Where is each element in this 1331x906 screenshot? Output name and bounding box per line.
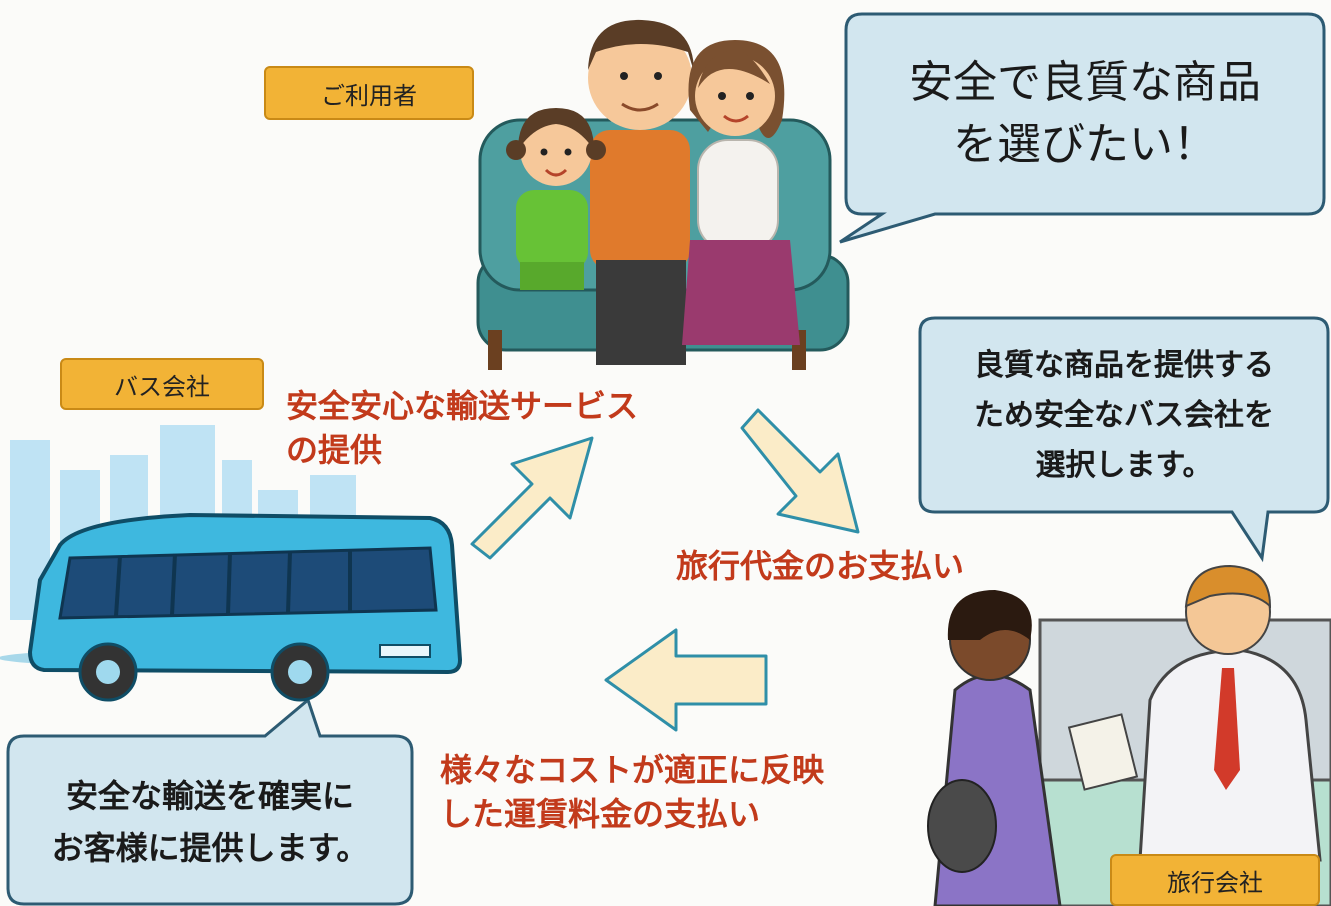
travel-agency-label: 旅行会社 (1110, 854, 1320, 906)
arrow-up-right (470, 436, 594, 560)
service-flow-line: 安全安心な輸送サービス (286, 387, 639, 425)
agency-bubble-text: 良質な商品を提供する ため安全なバス会社を 選択します。 (924, 326, 1324, 506)
service-flow-text: 安全安心な輸送サービス の提供 (286, 384, 638, 472)
bus-bubble-line: 安全な輸送を確実に (65, 777, 354, 815)
agency-speech-bubble (918, 316, 1330, 563)
users-speech-bubble (839, 12, 1326, 244)
fare-flow-line: 様々なコストが適正に反映 (440, 751, 825, 789)
bus-speech-bubble (6, 697, 414, 906)
users-label: ご利用者 (264, 66, 474, 120)
travel-agency-illustration (927, 564, 1331, 906)
bus-bubble-text: 安全な輸送を確実に お客様に提供します。 (12, 744, 408, 900)
agency-bubble-line: 良質な商品を提供する (974, 348, 1274, 383)
arrow-left (604, 628, 768, 732)
bus-bubble-line: お客様に提供します。 (51, 829, 369, 867)
agency-bubble-line: ため安全なバス会社を (974, 398, 1274, 433)
agency-bubble-line: 選択します。 (1035, 448, 1213, 483)
arrow-down-right (740, 408, 860, 534)
bus-company-label: バス会社 (60, 358, 264, 410)
family-illustration (476, 19, 850, 370)
service-flow-line: の提供 (286, 431, 383, 469)
users-bubble-text: 安全で良質な商品 を選びたい！ (850, 24, 1320, 204)
bus-illustration (0, 512, 463, 702)
fare-flow-line: した運賃料金の支払い (440, 795, 761, 833)
users-bubble-line: 安全で良質な商品 (909, 57, 1261, 108)
fare-flow-text: 様々なコストが適正に反映 した運賃料金の支払い (440, 748, 824, 836)
users-bubble-line: を選びたい！ (953, 119, 1217, 170)
payment-flow-text: 旅行代金のお支払い (676, 547, 965, 585)
